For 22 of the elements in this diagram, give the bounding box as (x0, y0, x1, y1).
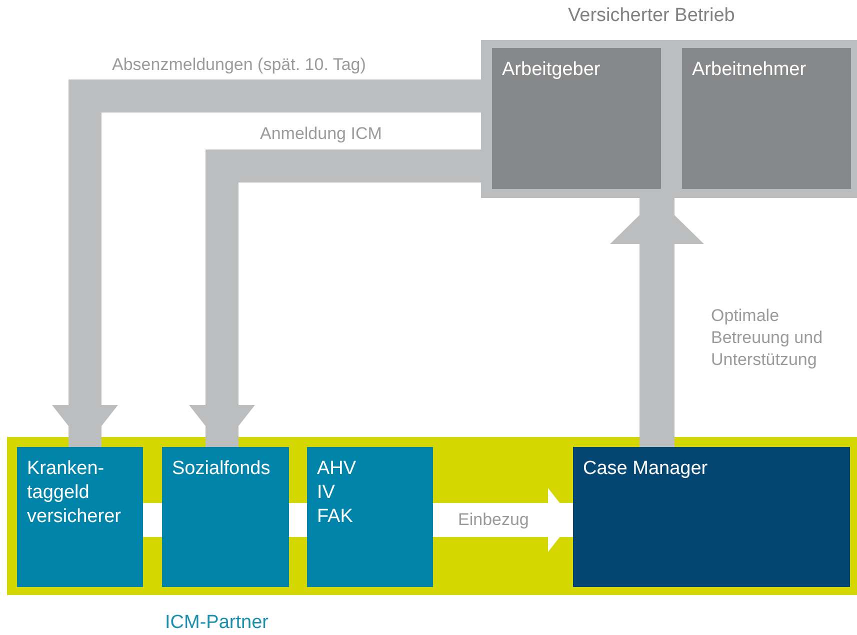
box-label: AHV (317, 457, 356, 481)
edge-label: Einbezug (458, 509, 529, 531)
process-box (682, 48, 851, 189)
edge-label: Optimale Betreuung und Unterstützung (711, 305, 824, 371)
box-label: Case Manager (583, 457, 708, 481)
edge-label: Absenzmeldungen (spät. 10. Tag) (112, 54, 366, 76)
process-box (492, 48, 661, 189)
box-label: FAK (317, 505, 353, 529)
process-box (307, 447, 433, 587)
box-label: Sozialfonds (172, 457, 270, 481)
block-arrow (433, 488, 573, 552)
box-label: IV (317, 481, 335, 505)
block-arrow (610, 198, 704, 447)
process-box (162, 447, 289, 587)
process-box (17, 447, 143, 587)
edge-label: Anmeldung ICM (260, 123, 382, 145)
box-label: Arbeitgeber (502, 58, 600, 82)
group-heading: ICM-Partner (165, 612, 268, 634)
box-label: Arbeitnehmer (692, 58, 806, 82)
process-box (573, 447, 850, 587)
box-label: Kranken- taggeld versicherer (27, 457, 122, 529)
group-heading: Versicherter Betrieb (568, 5, 735, 27)
